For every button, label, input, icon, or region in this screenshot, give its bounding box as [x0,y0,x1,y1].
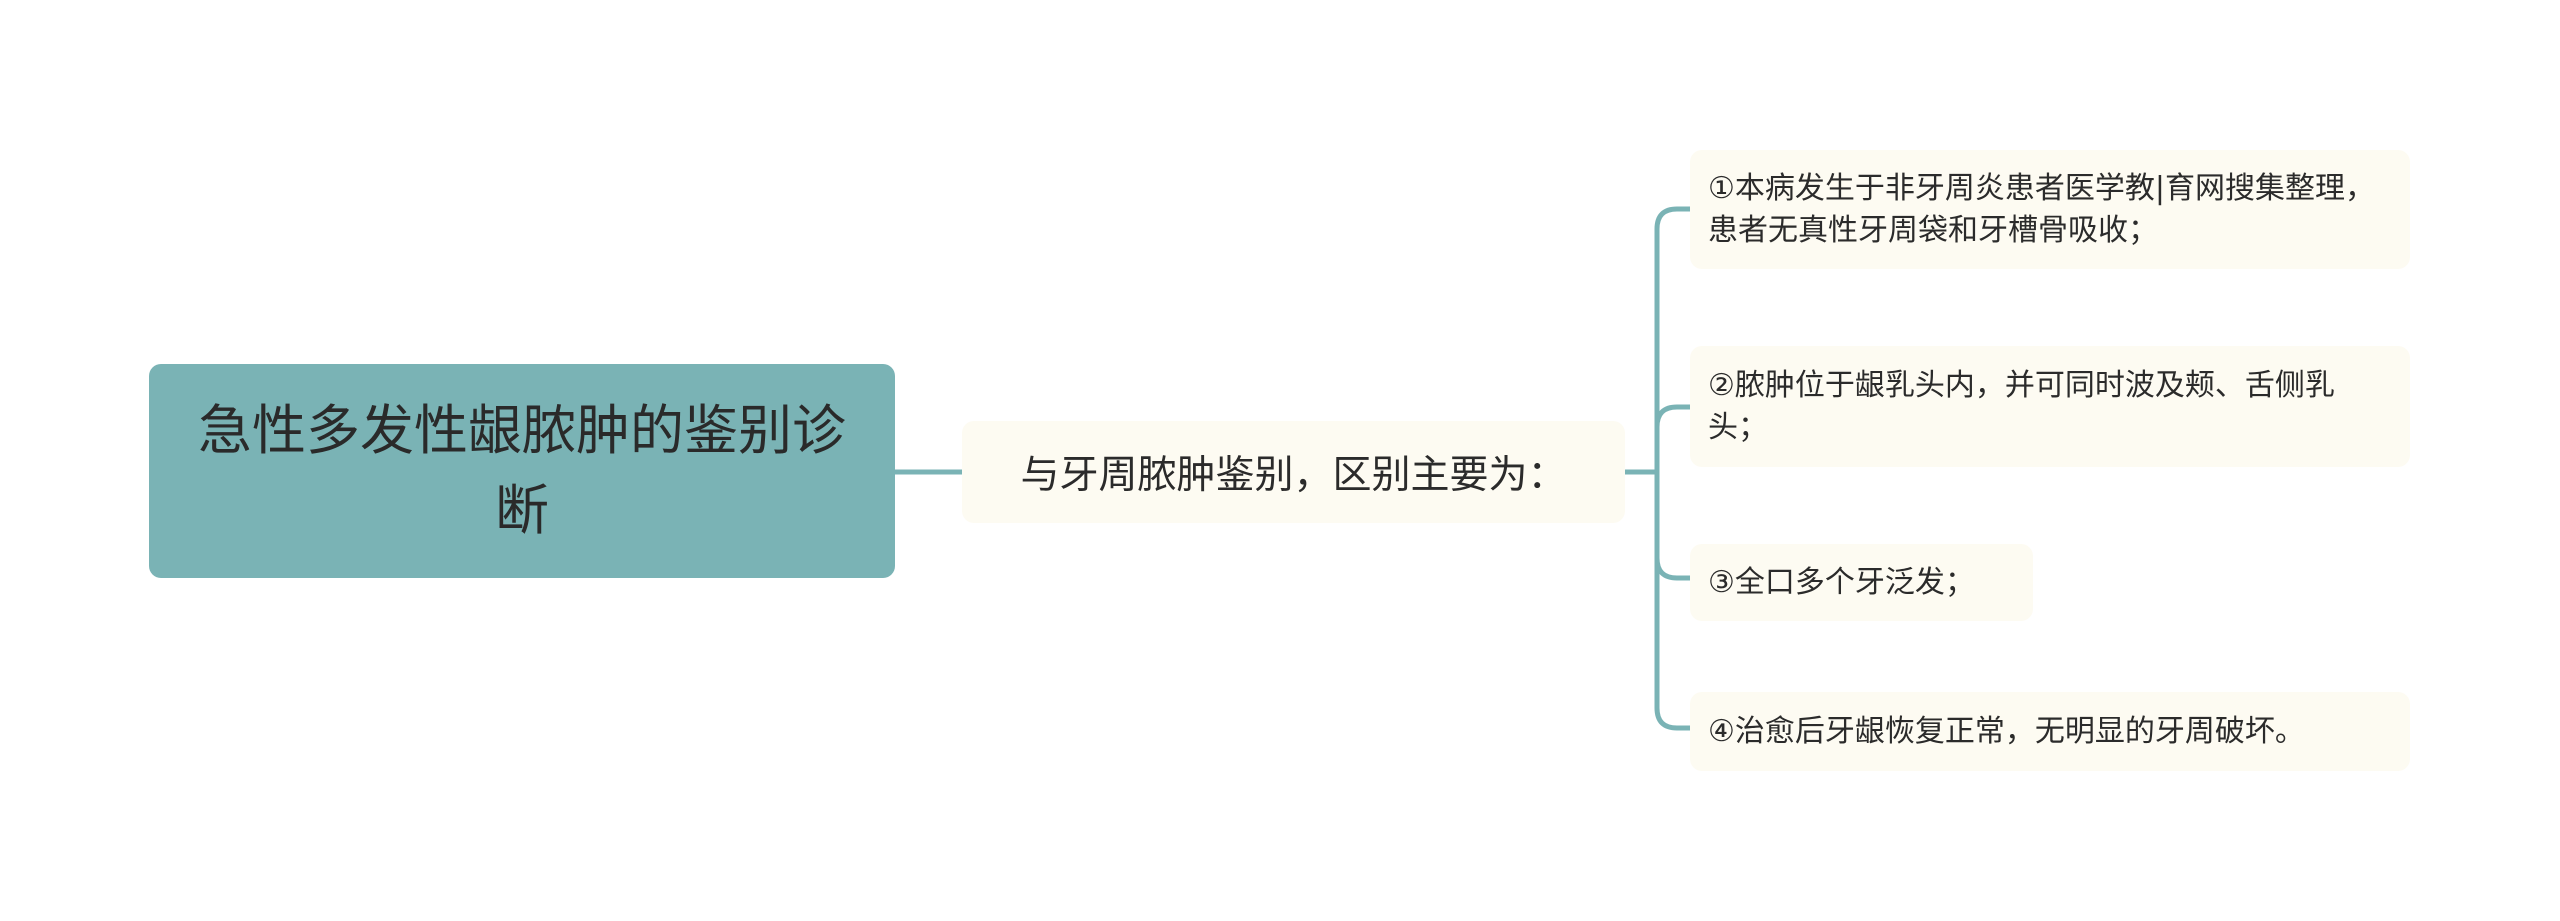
leaf-node-4[interactable]: ④治愈后牙龈恢复正常，无明显的牙周破坏。 [1690,692,2410,771]
leaf-label: ③全口多个牙泛发； [1708,564,1975,600]
trunk-line [1654,206,1690,731]
leaf-label: ②脓肿位于龈乳头内，并可同时波及颊、舌侧乳头； [1708,367,2335,445]
root-node[interactable]: 急性多发性龈脓肿的鉴别诊断 [149,364,895,578]
branch-node[interactable]: 与牙周脓肿鉴别，区别主要为： [962,421,1625,523]
leaf-node-3[interactable]: ③全口多个牙泛发； [1690,544,2033,621]
leaf-node-2[interactable]: ②脓肿位于龈乳头内，并可同时波及颊、舌侧乳头； [1690,346,2410,467]
root-label: 急性多发性龈脓肿的鉴别诊断 [198,399,846,542]
branch-label: 与牙周脓肿鉴别，区别主要为： [1020,453,1567,498]
leaf-label: ④治愈后牙龈恢复正常，无明显的牙周破坏。 [1708,713,2305,749]
leaf-node-1[interactable]: ①本病发生于非牙周炎患者医学教|育网搜集整理，患者无真性牙周袋和牙槽骨吸收； [1690,150,2410,269]
leaf-label: ①本病发生于非牙周炎患者医学教|育网搜集整理，患者无真性牙周袋和牙槽骨吸收； [1708,170,2376,248]
leaf3-line [1654,557,1690,581]
leaf2-line [1654,404,1690,428]
